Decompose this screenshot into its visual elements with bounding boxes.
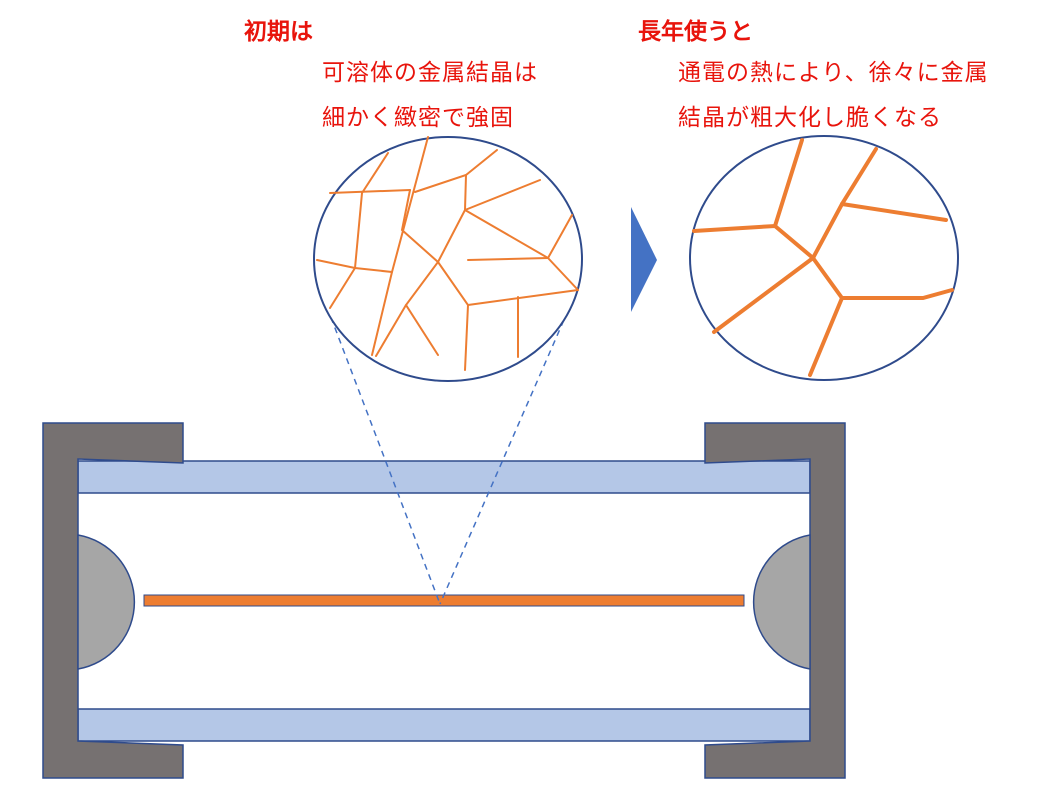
right-solder [752, 534, 811, 670]
aged-description-line-1: 通電の熱により、徐々に金属 [678, 60, 989, 86]
initial-description-line-2: 細かく緻密で強固 [322, 105, 514, 131]
aged-heading: 長年使うと [638, 19, 753, 45]
right-end-cap [704, 422, 846, 779]
upper-glass-tube [77, 460, 811, 494]
aged-description-line-2: 結晶が粗大化し脆くなる [678, 105, 942, 131]
magnifier-line-right [439, 289, 578, 605]
left-end-cap [42, 422, 184, 779]
initial-heading: 初期は [244, 19, 313, 45]
lower-glass-tube [77, 708, 811, 742]
initial-description-line-1: 可溶体の金属結晶は [322, 60, 538, 86]
fine-grain-boundaries [316, 136, 579, 371]
coarse-grain-boundaries [692, 138, 954, 377]
magnifier-line-left [326, 306, 441, 605]
left-solder [77, 534, 136, 670]
coarse-grain-circle [689, 135, 959, 381]
transition-arrow [631, 207, 657, 312]
